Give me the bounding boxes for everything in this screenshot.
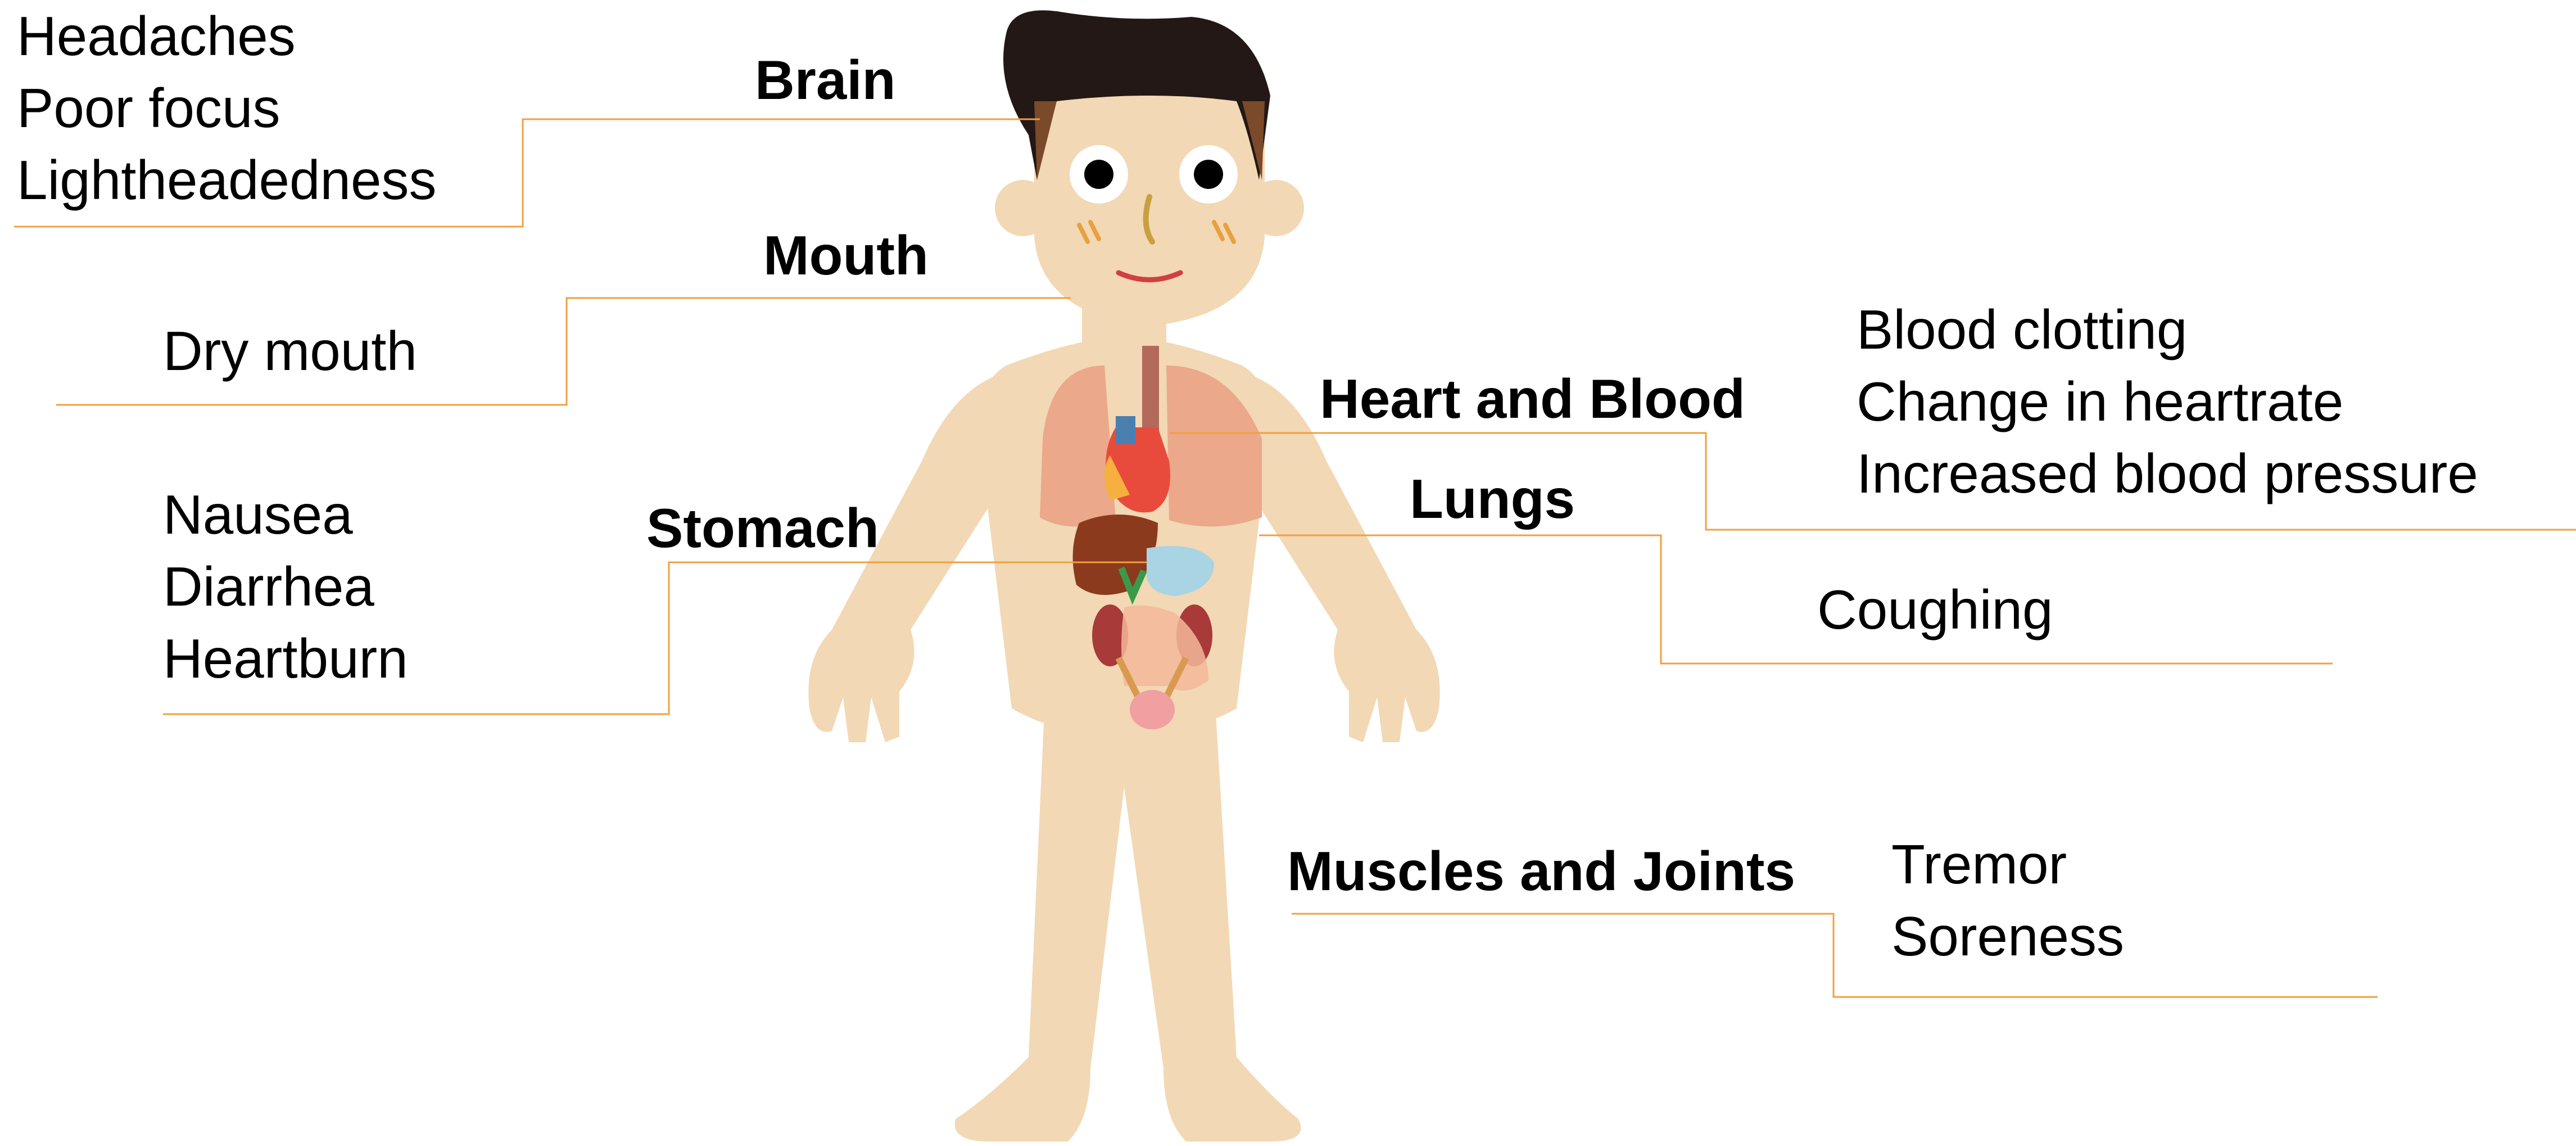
brain-leader-line (14, 119, 1040, 227)
muscles-and-joints-leader-line (1292, 914, 2378, 997)
mouth-leader-line (56, 298, 1071, 405)
heart-and-blood-leader-line (1169, 433, 2576, 530)
lungs-leader-line (1259, 535, 2333, 664)
stomach-leader-line (163, 562, 1147, 714)
